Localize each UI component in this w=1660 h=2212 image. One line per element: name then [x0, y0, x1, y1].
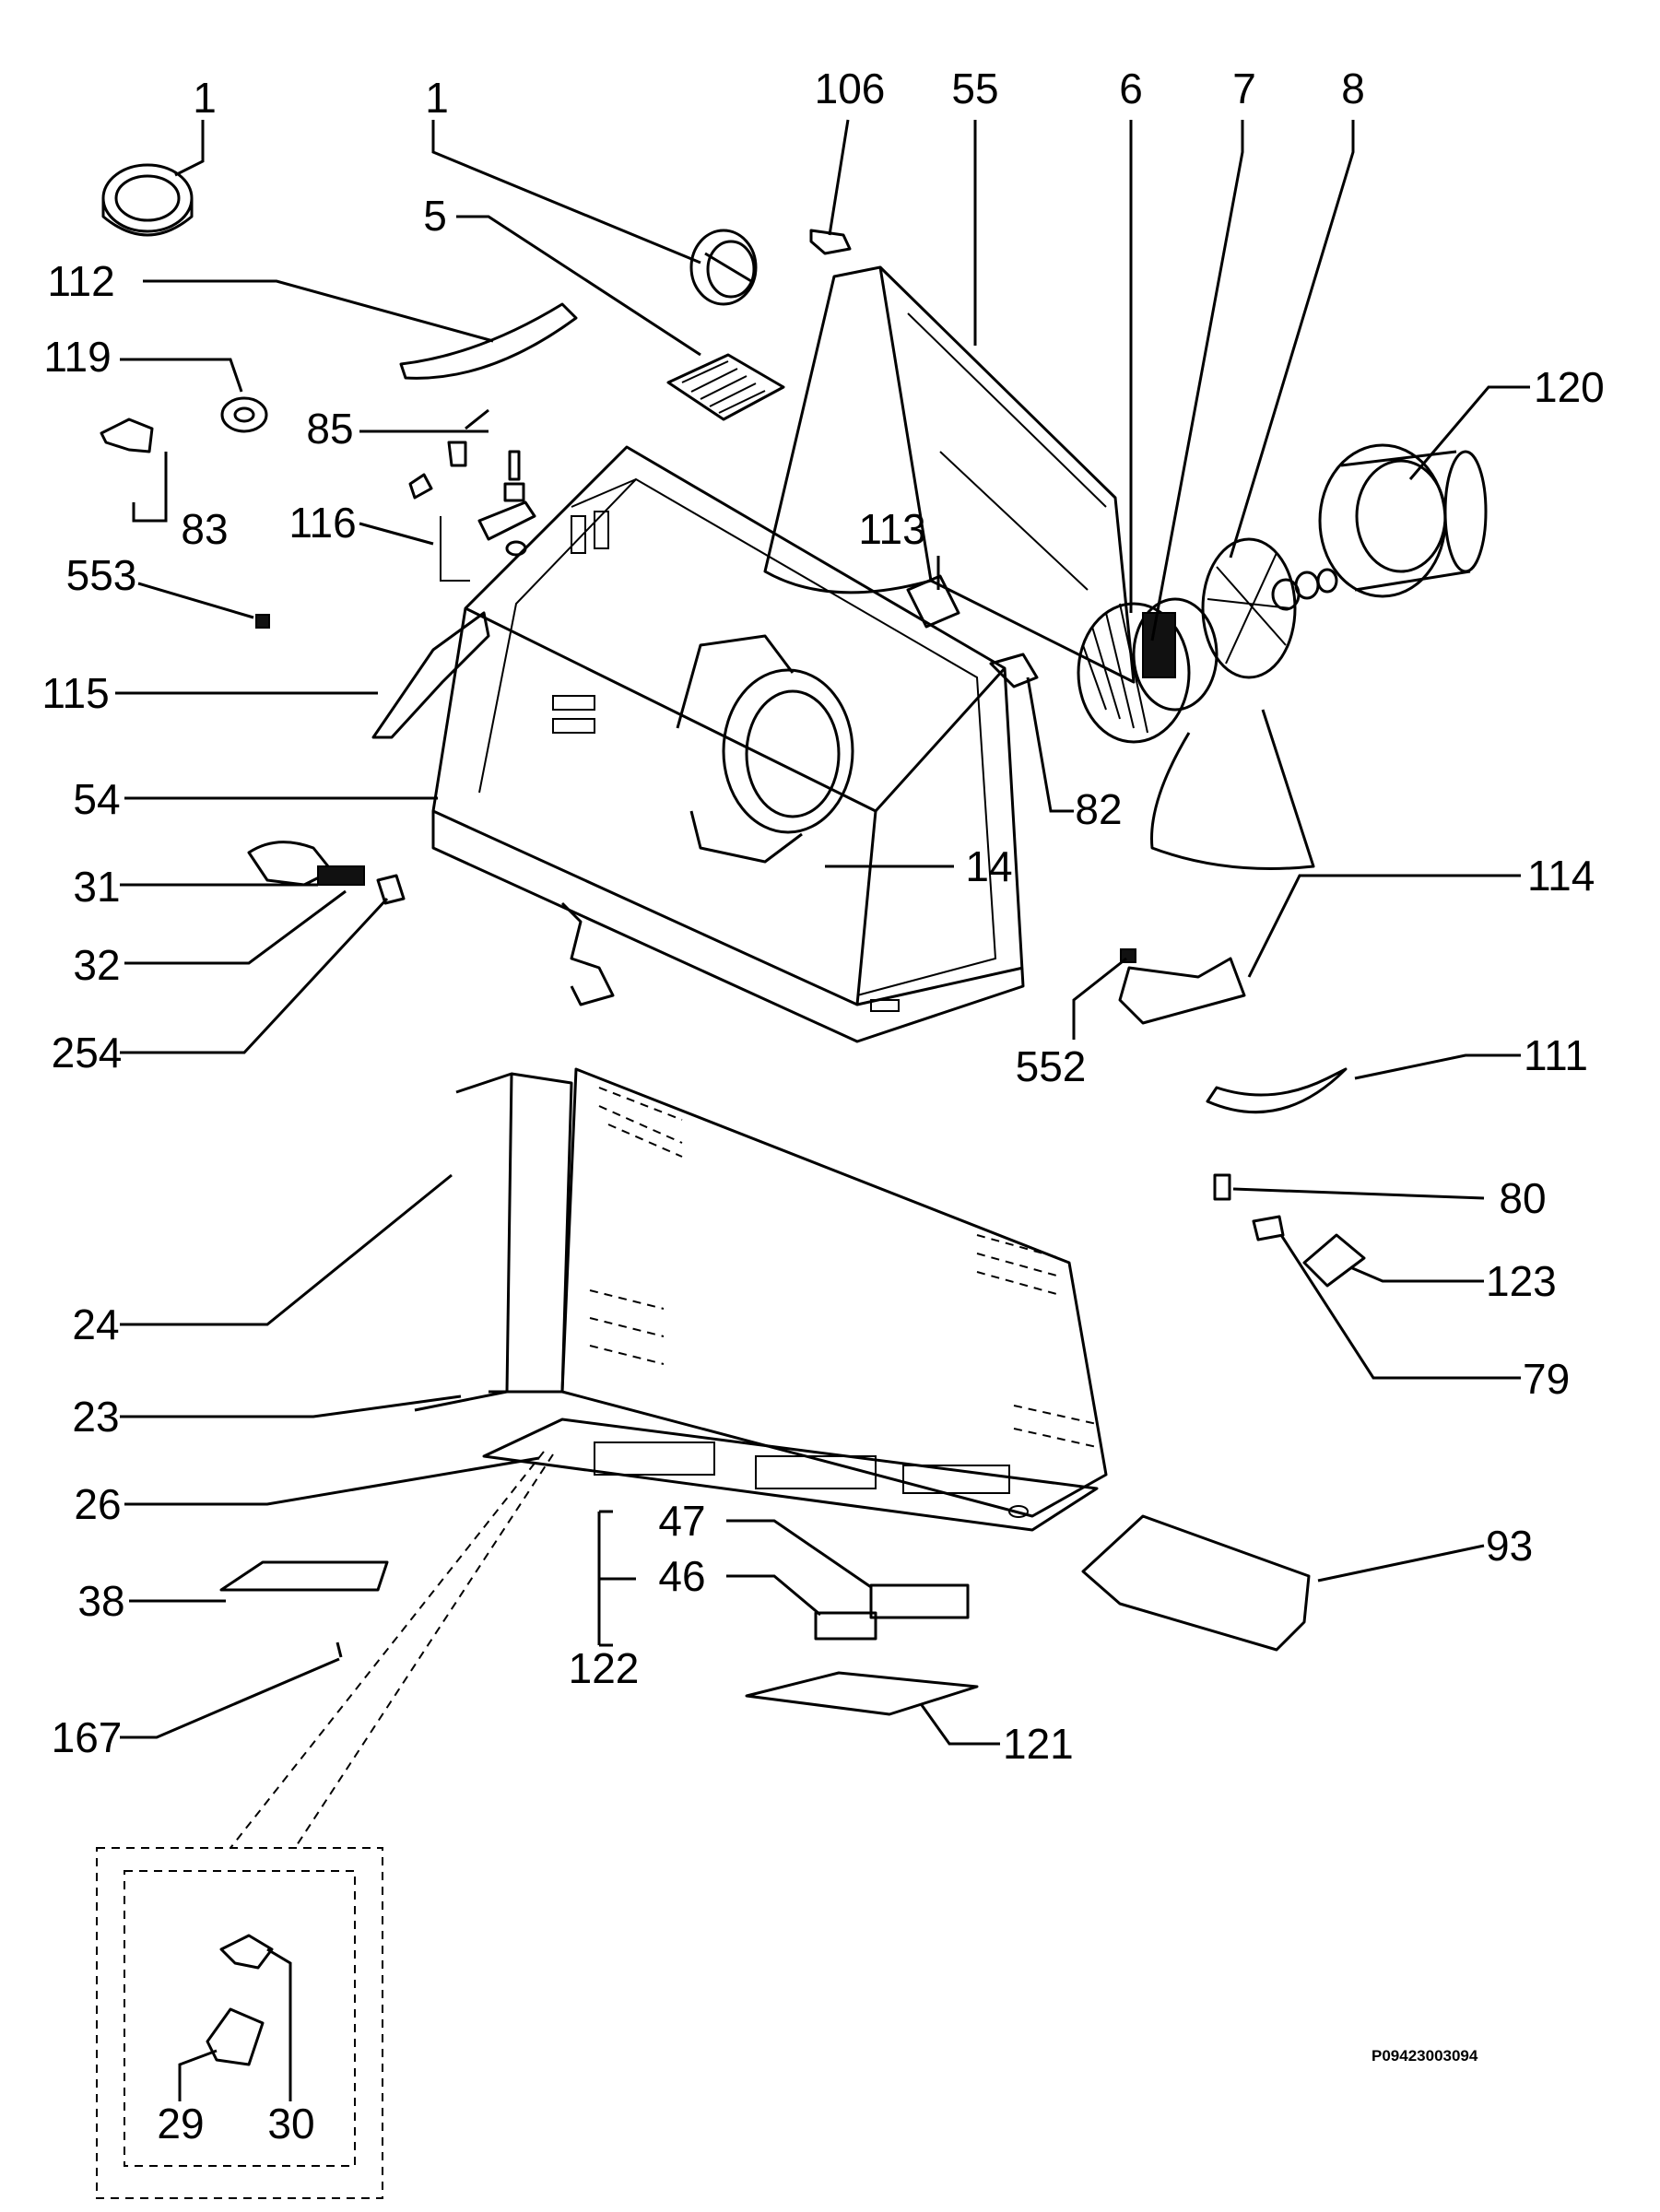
part-115-bracket	[371, 611, 490, 739]
part-54-hood-body	[431, 445, 1025, 1043]
part-113-bracket	[906, 574, 960, 629]
label-30: 30	[267, 2100, 314, 2147]
part-5-filter	[666, 353, 785, 421]
label-83: 83	[181, 505, 228, 553]
part-47-46-switches	[814, 1583, 970, 1641]
part-80-clip	[1213, 1173, 1231, 1201]
label-80: 80	[1499, 1174, 1546, 1222]
part-114-bracket	[1118, 957, 1246, 1025]
label-31: 31	[73, 863, 120, 911]
label-93: 93	[1486, 1522, 1533, 1570]
part-6-blower	[1077, 597, 1219, 744]
label-106: 106	[815, 65, 886, 112]
part-55-chimney-panel	[763, 265, 1136, 684]
label-46: 46	[658, 1552, 705, 1600]
label-120: 120	[1534, 363, 1605, 411]
part-31-lamp-cover	[247, 841, 365, 887]
leader-lines	[115, 119, 1530, 2101]
label-122: 122	[569, 1644, 640, 1692]
label-79: 79	[1523, 1355, 1570, 1403]
label-123: 123	[1486, 1257, 1557, 1305]
drawing-code: P09423003094	[1372, 2047, 1478, 2065]
label-552: 552	[1016, 1042, 1087, 1090]
part-120-carbon-filter	[1318, 443, 1488, 598]
part-123-pad	[1302, 1233, 1366, 1288]
label-32: 32	[73, 941, 120, 989]
part-167-screw	[336, 1641, 343, 1658]
label-1-left: 1	[193, 74, 217, 122]
label-254: 254	[52, 1029, 123, 1077]
part-254-clip	[376, 874, 406, 905]
label-29: 29	[157, 2100, 204, 2147]
part-93-front-trim	[1081, 1514, 1311, 1652]
label-24: 24	[72, 1300, 119, 1348]
part-labels: 1 1 106 55 6 7 8 5 112 119 120 85 83 116…	[41, 65, 1604, 2147]
label-23: 23	[72, 1393, 119, 1441]
label-167: 167	[52, 1713, 123, 1761]
label-82: 82	[1075, 785, 1122, 833]
part-14-fan-housing	[676, 634, 854, 864]
part-drawings	[96, 163, 1488, 2199]
label-119: 119	[43, 333, 111, 381]
label-114: 114	[1527, 852, 1595, 900]
part-lower-canopy	[482, 1067, 1108, 1532]
label-1-center: 1	[425, 74, 449, 122]
inset-projection-lines	[230, 1451, 554, 1849]
part-chimney-cone	[1150, 709, 1315, 870]
label-115: 115	[41, 669, 109, 717]
part-1-ring-left	[101, 163, 194, 237]
label-8: 8	[1341, 65, 1365, 112]
part-119-ring	[220, 396, 268, 433]
label-26: 26	[74, 1480, 121, 1528]
label-6: 6	[1119, 65, 1143, 112]
part-1-ring-center	[689, 229, 758, 306]
label-47: 47	[658, 1497, 705, 1545]
inset-detail-box	[96, 1847, 383, 2199]
part-82-clip	[989, 653, 1039, 688]
label-121: 121	[1003, 1720, 1074, 1768]
label-85: 85	[306, 405, 353, 453]
label-38: 38	[77, 1577, 124, 1625]
part-38-lamp-panel	[219, 1560, 389, 1592]
part-111-strip	[1206, 1067, 1348, 1114]
label-112: 112	[47, 257, 114, 305]
label-553: 553	[66, 551, 137, 599]
part-power-connector	[560, 901, 615, 1006]
part-85-116-fittings	[408, 408, 536, 582]
part-553-clip	[255, 614, 270, 629]
label-14: 14	[965, 842, 1012, 890]
label-111: 111	[1524, 1031, 1588, 1079]
part-121-filter-panel	[745, 1671, 979, 1716]
part-23-24-front-panel	[414, 1072, 573, 1412]
label-54: 54	[73, 775, 120, 823]
label-7: 7	[1232, 65, 1256, 112]
label-55: 55	[951, 65, 998, 112]
label-116: 116	[288, 499, 356, 547]
part-112-strip	[399, 302, 578, 380]
part-83-clip	[100, 418, 154, 453]
part-79-clip	[1252, 1215, 1285, 1241]
label-5: 5	[423, 192, 447, 240]
part-8-nuts	[1271, 568, 1338, 611]
part-106-clip	[809, 229, 852, 255]
label-113: 113	[858, 505, 925, 553]
